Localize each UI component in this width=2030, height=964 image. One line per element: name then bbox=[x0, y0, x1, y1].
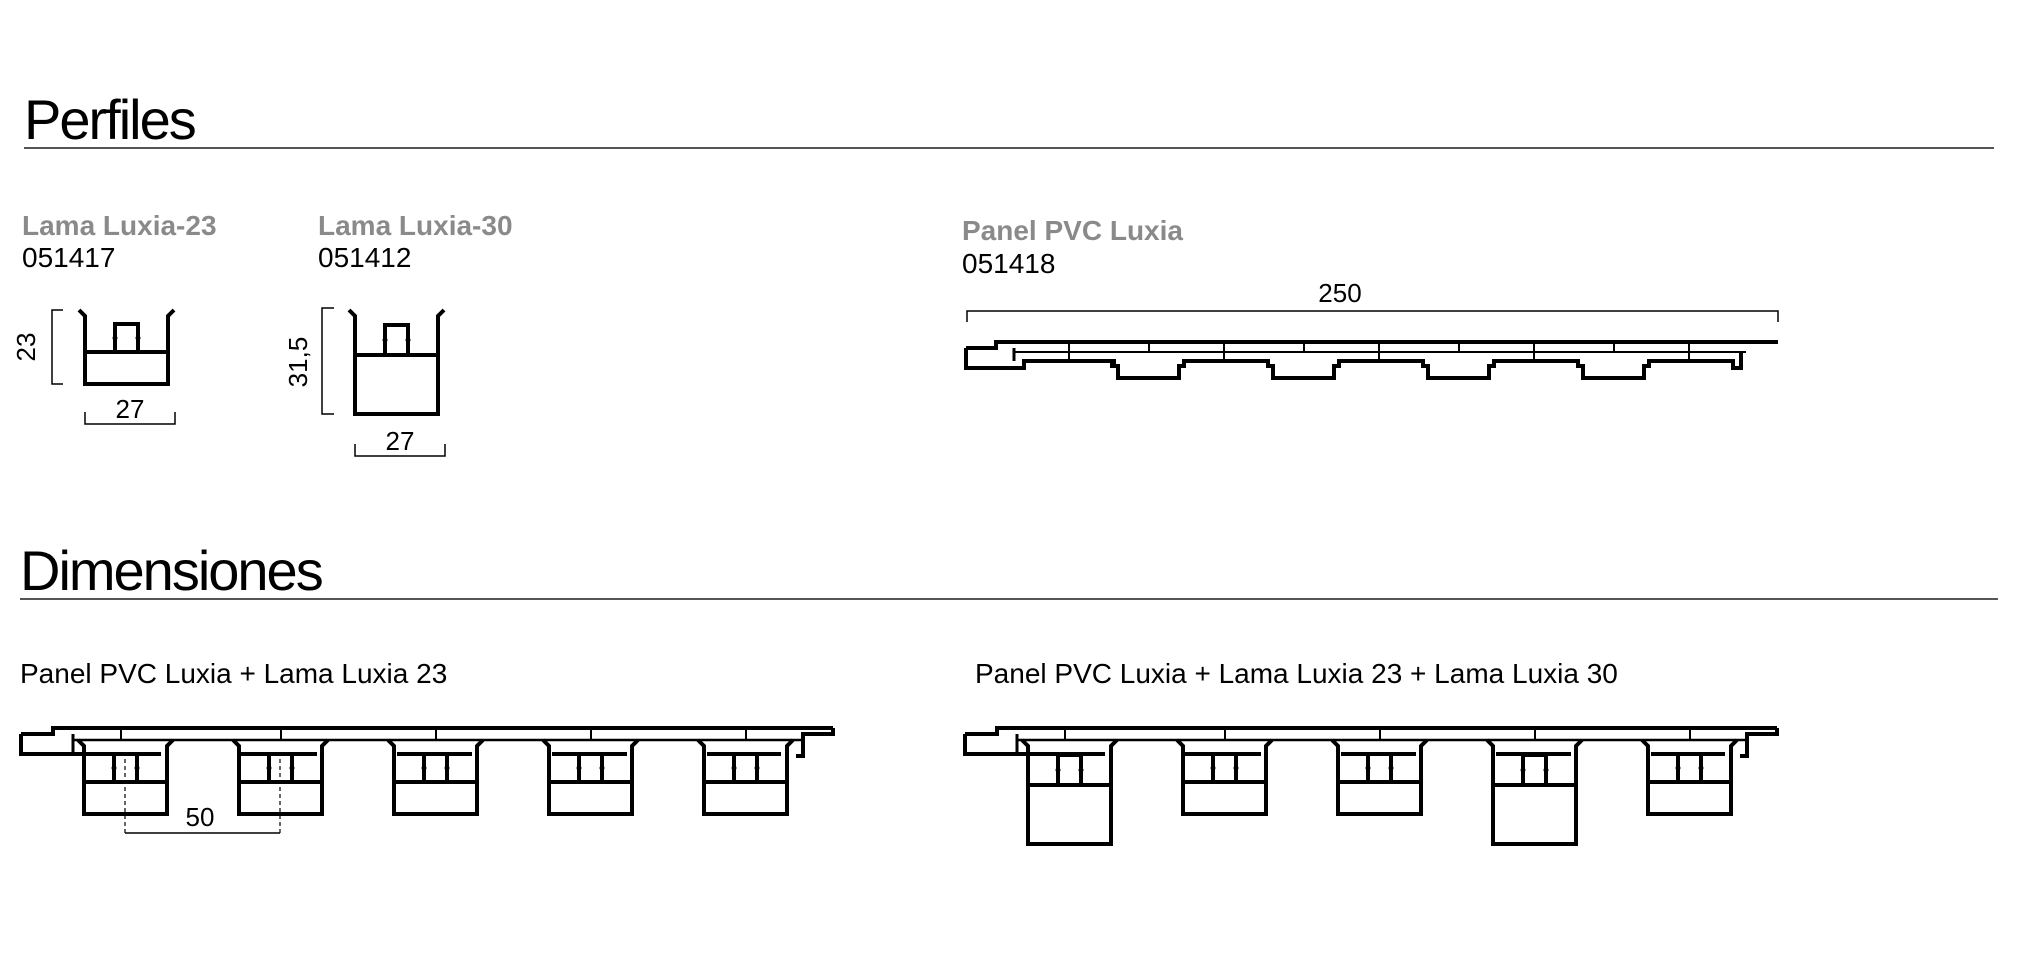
perfiles-rule bbox=[24, 147, 1994, 149]
lama-30-height-label: 31,5 bbox=[283, 337, 313, 388]
lama-30-height-dimension: 31,5 bbox=[283, 307, 334, 415]
lama-23-width-dimension: 27 bbox=[84, 394, 176, 425]
perfiles-title: Perfiles bbox=[24, 88, 197, 151]
product-name-lama-23: Lama Luxia-23 bbox=[22, 210, 217, 241]
dimensiones-rule bbox=[20, 598, 1998, 600]
assembly-1-pitch-label: 50 bbox=[186, 802, 215, 832]
assembly-2-drawing bbox=[963, 726, 1779, 846]
product-code-panel: 051418 bbox=[962, 248, 1056, 279]
lama-30-width-label: 27 bbox=[386, 426, 415, 456]
product-code-lama-30: 051412 bbox=[318, 242, 412, 273]
product-name-lama-30: Lama Luxia-30 bbox=[318, 210, 513, 241]
panel-width-dimension: 250 bbox=[966, 278, 1779, 322]
panel-profile bbox=[964, 340, 1778, 380]
assembly-1-pitch-dimension: 50 bbox=[124, 752, 281, 834]
lama-23-profile bbox=[77, 308, 176, 386]
panel-width-label: 250 bbox=[1318, 278, 1361, 308]
lama-30-profile bbox=[347, 308, 446, 416]
assembly-1-drawing: 50 bbox=[19, 726, 835, 834]
lama-23-height-dimension: 23 bbox=[11, 309, 63, 385]
lama-23-height-label: 23 bbox=[11, 333, 41, 362]
assembly-caption-1: Panel PVC Luxia + Lama Luxia 23 bbox=[20, 658, 448, 689]
dimensiones-title: Dimensiones bbox=[20, 539, 324, 602]
product-code-lama-23: 051417 bbox=[22, 242, 116, 273]
assembly-caption-2: Panel PVC Luxia + Lama Luxia 23 + Lama L… bbox=[975, 658, 1618, 689]
lama-23-width-label: 27 bbox=[116, 394, 145, 424]
product-name-panel: Panel PVC Luxia bbox=[962, 215, 1183, 246]
lama-30-width-dimension: 27 bbox=[354, 426, 446, 457]
